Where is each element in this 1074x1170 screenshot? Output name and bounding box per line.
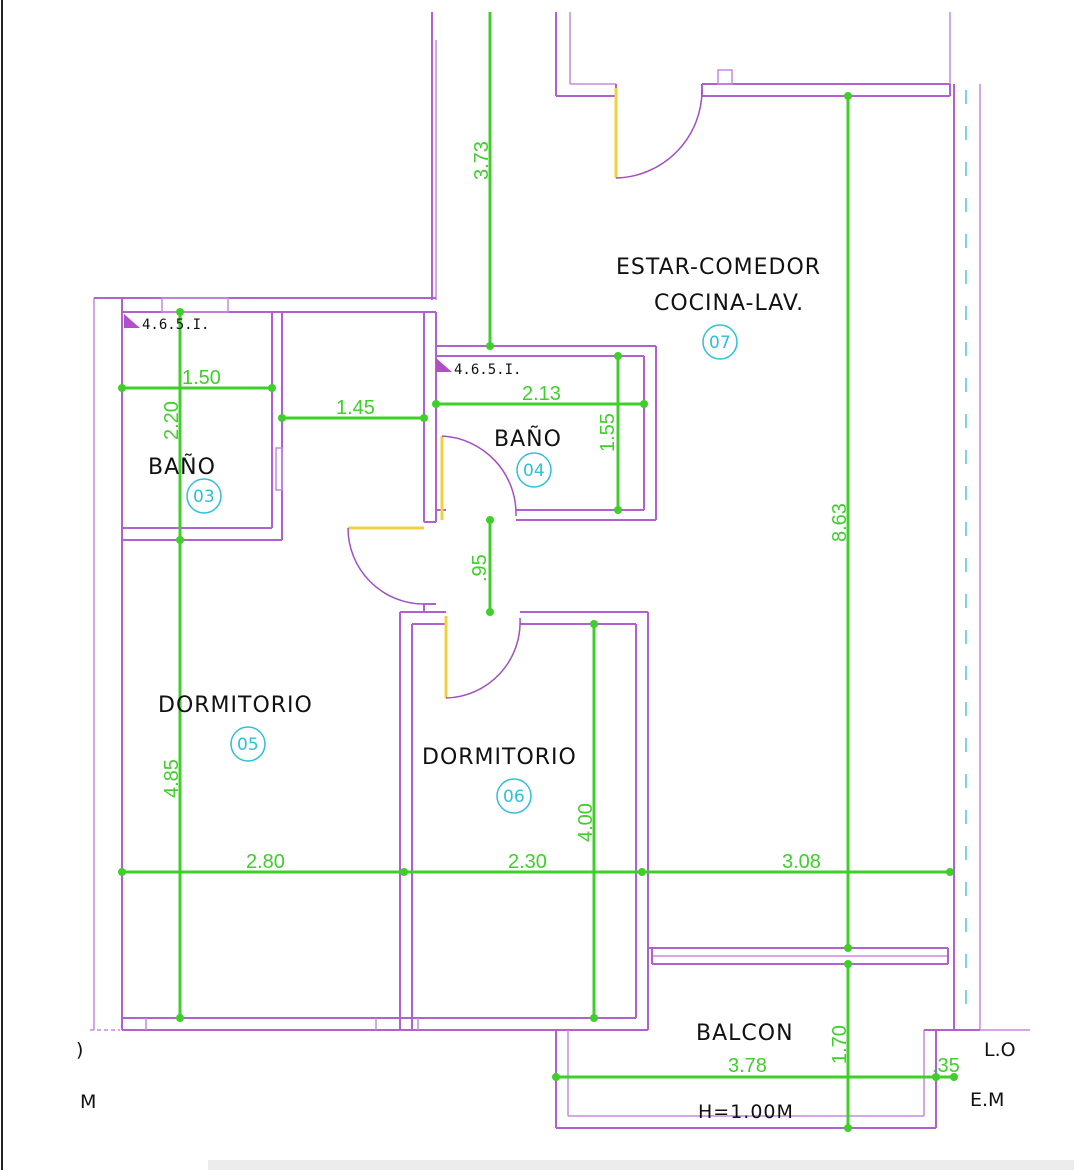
dim-95: .95 bbox=[469, 554, 491, 582]
vent-code-b: 4.6.5.I. bbox=[454, 362, 521, 378]
dim-378: 3.78 bbox=[728, 1055, 767, 1077]
dim-150: 1.50 bbox=[182, 367, 221, 389]
bottom-bar bbox=[208, 1160, 1074, 1170]
dim-308: 3.08 bbox=[782, 851, 821, 873]
edge-label-left-m: M bbox=[80, 1091, 96, 1113]
room-number-circle-03 bbox=[186, 478, 222, 514]
room-bano03: BAÑO bbox=[148, 453, 216, 480]
room-number-circle-07 bbox=[702, 324, 738, 360]
dim-155: 1.55 bbox=[597, 413, 619, 452]
vent-marker-a bbox=[124, 314, 140, 328]
edge-label-em: E.M bbox=[970, 1089, 1004, 1111]
room-number-03: 03 bbox=[193, 487, 215, 507]
dim-145: 1.45 bbox=[336, 397, 375, 419]
doors bbox=[347, 88, 703, 699]
dimension-labels: 3.73 1.50 2.20 1.45 2.13 1.55 .95 8.63 4… bbox=[161, 141, 960, 1077]
dim-373: 3.73 bbox=[471, 141, 493, 180]
dim-213: 2.13 bbox=[522, 383, 561, 405]
room-number-05: 05 bbox=[237, 735, 259, 755]
dim-230: 2.30 bbox=[508, 851, 547, 873]
dim-863: 8.63 bbox=[829, 503, 851, 542]
walls bbox=[90, 12, 1030, 1129]
annotations: 4.6.5.I. 4.6.5.I. L.O E.M M ) bbox=[76, 317, 1016, 1113]
room-number-04: 04 bbox=[523, 461, 545, 481]
room-bano04: BAÑO bbox=[494, 425, 562, 452]
room-balcon: BALCON bbox=[696, 1021, 794, 1046]
room-estar-line1: ESTAR-COMEDOR bbox=[616, 255, 821, 280]
vent-code-a: 4.6.5.I. bbox=[142, 317, 209, 333]
room-dorm05: DORMITORIO bbox=[158, 693, 313, 718]
dorm05-door-swing bbox=[347, 527, 425, 605]
room-number-circle-05 bbox=[230, 726, 266, 762]
vent-marker-b bbox=[436, 358, 452, 372]
vent-markers bbox=[124, 314, 452, 372]
plan-background bbox=[62, 12, 1074, 1144]
room-number-circle-04 bbox=[516, 452, 552, 488]
dim-485: 4.85 bbox=[161, 759, 183, 798]
balcon-railing-height: H=1.00M bbox=[698, 1101, 794, 1123]
room-dorm06: DORMITORIO bbox=[422, 745, 577, 770]
dim-400: 4.00 bbox=[575, 803, 597, 842]
room-estar-line2: COCINA-LAV. bbox=[654, 291, 804, 316]
dim-220: 2.20 bbox=[161, 401, 183, 440]
room-number-07: 07 bbox=[709, 333, 731, 353]
entry-door-swing bbox=[615, 89, 703, 179]
dimension-lines bbox=[118, 12, 958, 1132]
room-number-06: 06 bbox=[503, 787, 525, 807]
edge-label-lo: L.O bbox=[984, 1039, 1016, 1061]
edge-label-left-o: ) bbox=[76, 1039, 83, 1061]
dim-170: 1.70 bbox=[829, 1025, 851, 1064]
dorm06-door-swing bbox=[445, 617, 521, 699]
dim-280: 2.80 bbox=[246, 851, 285, 873]
bano04-door-swing bbox=[441, 435, 517, 517]
room-number-circle-06 bbox=[496, 778, 532, 814]
room-labels: ESTAR-COMEDOR COCINA-LAV. 07 BAÑO 03 BAÑ… bbox=[148, 255, 821, 1123]
dim-35: .35 bbox=[932, 1055, 960, 1077]
